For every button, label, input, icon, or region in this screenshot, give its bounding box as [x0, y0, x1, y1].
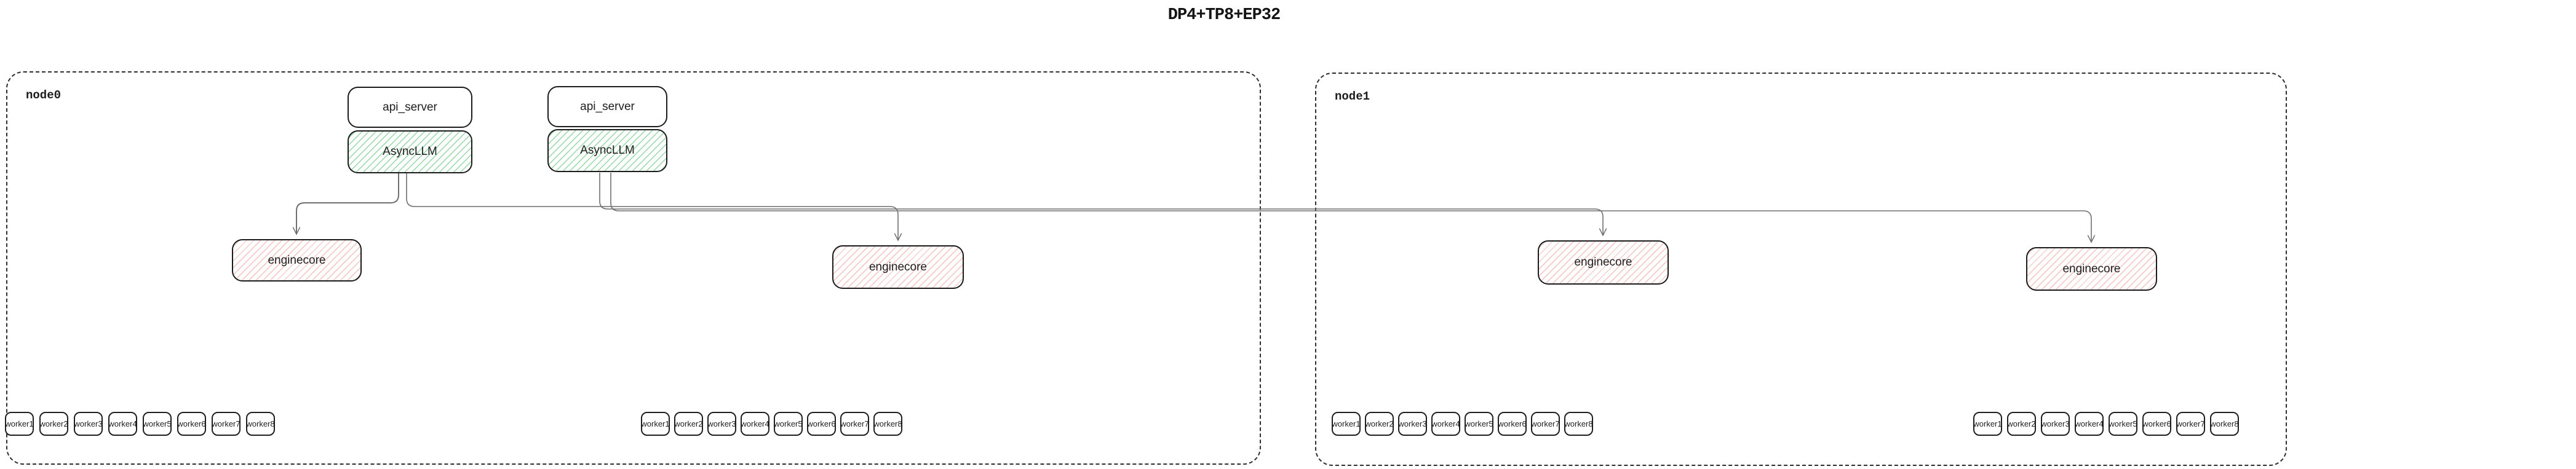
enginecore-1-label: enginecore: [268, 253, 326, 267]
worker-box: worker8: [873, 412, 902, 436]
enginecore-3-box: enginecore: [1538, 240, 1669, 285]
asyncllm-1-label: AsyncLLM: [383, 145, 437, 158]
worker-box: worker1: [5, 412, 34, 436]
enginecore-4-box: enginecore: [2026, 247, 2157, 291]
worker-box: worker6: [807, 412, 836, 436]
asyncllm-1-box: AsyncLLM: [348, 130, 472, 173]
worker-box: worker6: [1498, 412, 1527, 436]
api-server-2-box: api_server: [547, 86, 667, 127]
api-server-2-label: api_server: [580, 100, 635, 113]
worker-box: worker2: [1365, 412, 1394, 436]
container-node1: node1: [1315, 73, 2287, 466]
worker-box: worker3: [1398, 412, 1427, 436]
enginecore-3-label: enginecore: [1574, 256, 1632, 269]
worker-box: worker5: [2109, 412, 2137, 436]
asyncllm-2-label: AsyncLLM: [580, 144, 635, 157]
worker-box: worker5: [774, 412, 803, 436]
worker-group-3: worker1 worker2 worker3 worker4 worker5 …: [1332, 412, 1593, 436]
worker-box: worker4: [741, 412, 769, 436]
worker-box: worker8: [1564, 412, 1593, 436]
worker-box: worker1: [1973, 412, 2002, 436]
worker-box: worker6: [2142, 412, 2171, 436]
worker-box: worker2: [39, 412, 68, 436]
worker-box: worker2: [674, 412, 703, 436]
worker-box: worker4: [1431, 412, 1460, 436]
worker-group-4: worker1 worker2 worker3 worker4 worker5 …: [1973, 412, 2239, 436]
enginecore-4-label: enginecore: [2062, 262, 2121, 275]
worker-box: worker6: [177, 412, 206, 436]
worker-box: worker1: [641, 412, 670, 436]
worker-box: worker4: [108, 412, 137, 436]
worker-group-1: worker1 worker2 worker3 worker4 worker5 …: [5, 412, 275, 436]
api-server-1-label: api_server: [383, 100, 437, 114]
worker-box: worker5: [143, 412, 172, 436]
container-node1-label: node1: [1335, 90, 1370, 103]
worker-box: worker3: [74, 412, 103, 436]
container-node0: node0: [6, 71, 1261, 465]
worker-box: worker7: [2176, 412, 2205, 436]
worker-box: worker7: [840, 412, 869, 436]
enginecore-2-label: enginecore: [869, 260, 928, 274]
diagram-title: DP4+TP8+EP32: [1167, 6, 1281, 25]
enginecore-1-box: enginecore: [232, 239, 362, 282]
worker-box: worker8: [246, 412, 275, 436]
worker-box: worker4: [2075, 412, 2104, 436]
worker-box: worker3: [707, 412, 736, 436]
worker-box: worker1: [1332, 412, 1361, 436]
worker-box: worker7: [212, 412, 241, 436]
worker-box: worker8: [2210, 412, 2239, 436]
worker-box: worker7: [1531, 412, 1560, 436]
worker-box: worker5: [1465, 412, 1493, 436]
enginecore-2-box: enginecore: [832, 245, 964, 289]
api-server-1-box: api_server: [348, 87, 472, 128]
worker-box: worker3: [2041, 412, 2070, 436]
asyncllm-2-box: AsyncLLM: [547, 129, 667, 172]
worker-group-2: worker1 worker2 worker3 worker4 worker5 …: [641, 412, 902, 436]
container-node0-label: node0: [26, 89, 62, 102]
worker-box: worker2: [2007, 412, 2036, 436]
